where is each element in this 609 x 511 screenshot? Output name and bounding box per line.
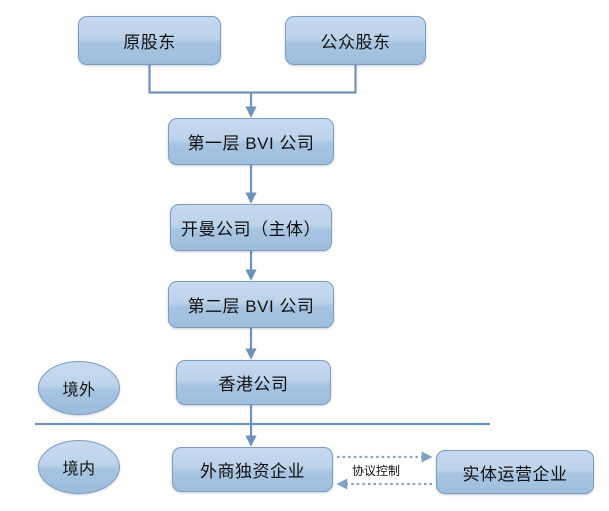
zone-offshore[interactable]: 境外 bbox=[38, 361, 120, 415]
node-wfoe[interactable]: 外商独资企业 bbox=[172, 447, 333, 492]
node-operating-entity[interactable]: 实体运营企业 bbox=[436, 450, 594, 494]
zone-label: 境内 bbox=[62, 461, 96, 478]
zone-onshore[interactable]: 境内 bbox=[38, 440, 120, 494]
edge-label-vie-control: 协议控制 bbox=[352, 464, 401, 478]
node-label: 公众股东 bbox=[320, 33, 391, 52]
node-label: 第一层 BVI 公司 bbox=[187, 134, 315, 153]
node-original-shareholder[interactable]: 原股东 bbox=[78, 16, 221, 65]
node-bvi-first-layer[interactable]: 第一层 BVI 公司 bbox=[168, 118, 334, 165]
node-label: 实体运营企业 bbox=[462, 464, 568, 484]
node-hongkong-company[interactable]: 香港公司 bbox=[176, 360, 331, 405]
node-cayman-company[interactable]: 开曼公司（主体） bbox=[170, 204, 332, 251]
node-public-shareholder[interactable]: 公众股东 bbox=[285, 16, 426, 65]
node-label: 开曼公司（主体） bbox=[181, 220, 321, 239]
node-label: 外商独资企业 bbox=[200, 462, 305, 481]
node-bvi-second-layer[interactable]: 第二层 BVI 公司 bbox=[168, 281, 334, 328]
node-label: 香港公司 bbox=[218, 375, 289, 394]
edge-shareholders-to-bvi-first bbox=[148, 65, 357, 118]
node-label: 第二层 BVI 公司 bbox=[187, 297, 315, 316]
node-label: 原股东 bbox=[123, 33, 176, 52]
zone-label: 境外 bbox=[62, 382, 96, 399]
